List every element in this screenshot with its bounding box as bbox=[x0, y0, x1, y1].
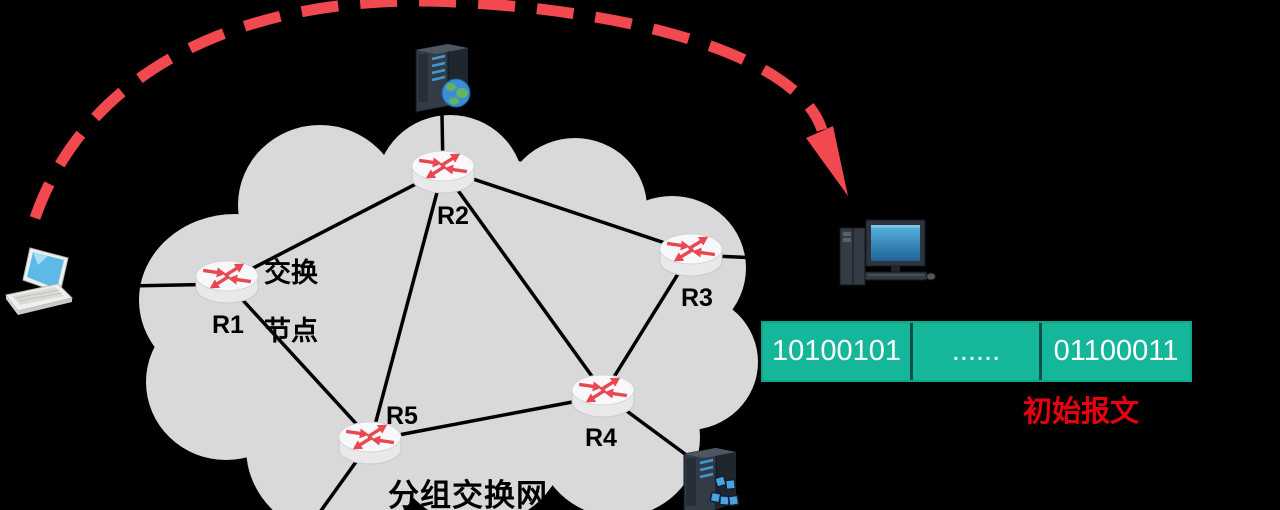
server-with-film-icon bbox=[683, 447, 740, 510]
initial-message-caption: 初始报文 bbox=[1023, 396, 1140, 428]
router-r4-label: R4 bbox=[585, 424, 617, 452]
link-r5-r4 bbox=[371, 394, 605, 442]
laptop-icon bbox=[5, 247, 73, 315]
router-r4-icon bbox=[572, 373, 634, 417]
router-r3-icon bbox=[660, 232, 722, 276]
desktop-computer-icon bbox=[839, 219, 936, 286]
packet-segment-head: 10100101 bbox=[763, 323, 910, 380]
packet-network-label: 分组交换网 bbox=[388, 478, 548, 510]
router-r1-label: R1 bbox=[212, 311, 244, 339]
globe-icon bbox=[441, 78, 471, 108]
link-r2-r5 bbox=[369, 169, 445, 441]
switch-node-annotation: 交换 节点 bbox=[264, 258, 318, 347]
server-with-globe-icon bbox=[415, 43, 471, 113]
link-r1-r2 bbox=[229, 168, 444, 282]
arrowhead-icon bbox=[806, 126, 848, 196]
router-r2-label: R2 bbox=[437, 202, 469, 230]
link-r1-r5 bbox=[226, 282, 374, 443]
packet-segment-middle: ...... bbox=[910, 323, 1042, 380]
link-r3-r4 bbox=[602, 252, 693, 394]
red-dashed-arc bbox=[29, 0, 828, 220]
link-r2-r3 bbox=[445, 168, 693, 254]
switch-node-line2: 节点 bbox=[264, 316, 318, 347]
router-r1-icon bbox=[196, 259, 258, 303]
initial-message-packet: 10100101 ...... 01100011 bbox=[761, 321, 1192, 382]
film-strip-icon bbox=[709, 475, 740, 507]
link-r2-r4 bbox=[442, 169, 606, 395]
link-lines bbox=[75, 57, 759, 510]
router-r5-label: R5 bbox=[386, 402, 418, 430]
switch-node-line1: 交换 bbox=[264, 258, 318, 288]
packet-segment-tail: 01100011 bbox=[1042, 323, 1190, 380]
router-r3-label: R3 bbox=[681, 284, 713, 312]
router-r2-icon bbox=[412, 149, 474, 193]
